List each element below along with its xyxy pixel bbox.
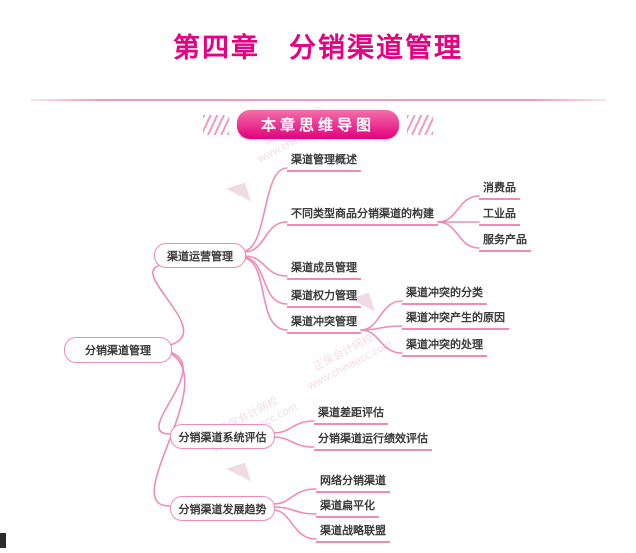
chapter-banner: 本章思维导图 [0, 110, 636, 139]
leaf-gap-evaluation: 渠道差距评估 [314, 404, 388, 425]
leaf-channel-overview: 渠道管理概述 [287, 151, 361, 172]
leaf-strategic-alliance: 渠道战略联盟 [316, 522, 390, 543]
leaf-conflict-handling: 渠道冲突的处理 [402, 336, 487, 357]
branch-node-development-trends: 分销渠道发展趋势 [170, 496, 275, 521]
mindmap-root-node: 分销渠道管理 [64, 337, 172, 363]
leaf-service-products: 服务产品 [479, 231, 531, 252]
leaf-industrial-goods: 工业品 [479, 205, 520, 226]
leaf-conflict-causes: 渠道冲突产生的原因 [402, 309, 509, 330]
scan-edge-mark [0, 533, 6, 548]
banner-label: 本章思维导图 [236, 110, 399, 139]
leaf-conflict-classification: 渠道冲突的分类 [402, 284, 487, 305]
banner-stripes-right-icon [407, 114, 433, 135]
leaf-member-management: 渠道成员管理 [287, 259, 361, 280]
leaf-performance-evaluation: 分销渠道运行绩效评估 [314, 430, 432, 451]
banner-stripes-left-icon [202, 114, 229, 135]
page-title: 第四章 分销渠道管理 [173, 33, 463, 63]
branch-node-system-evaluation: 分销渠道系统评估 [170, 424, 275, 449]
leaf-online-channels: 网络分销渠道 [316, 472, 390, 493]
leaf-channel-flattening: 渠道扁平化 [316, 497, 379, 518]
leaf-power-management: 渠道权力管理 [287, 287, 361, 308]
leaf-consumer-goods: 消费品 [479, 179, 520, 200]
section-divider [30, 99, 606, 101]
leaf-channel-construction: 不同类型商品分销渠道的构建 [287, 205, 438, 226]
branch-node-channel-operations: 渠道运营管理 [154, 243, 246, 268]
leaf-conflict-management: 渠道冲突管理 [287, 313, 361, 334]
